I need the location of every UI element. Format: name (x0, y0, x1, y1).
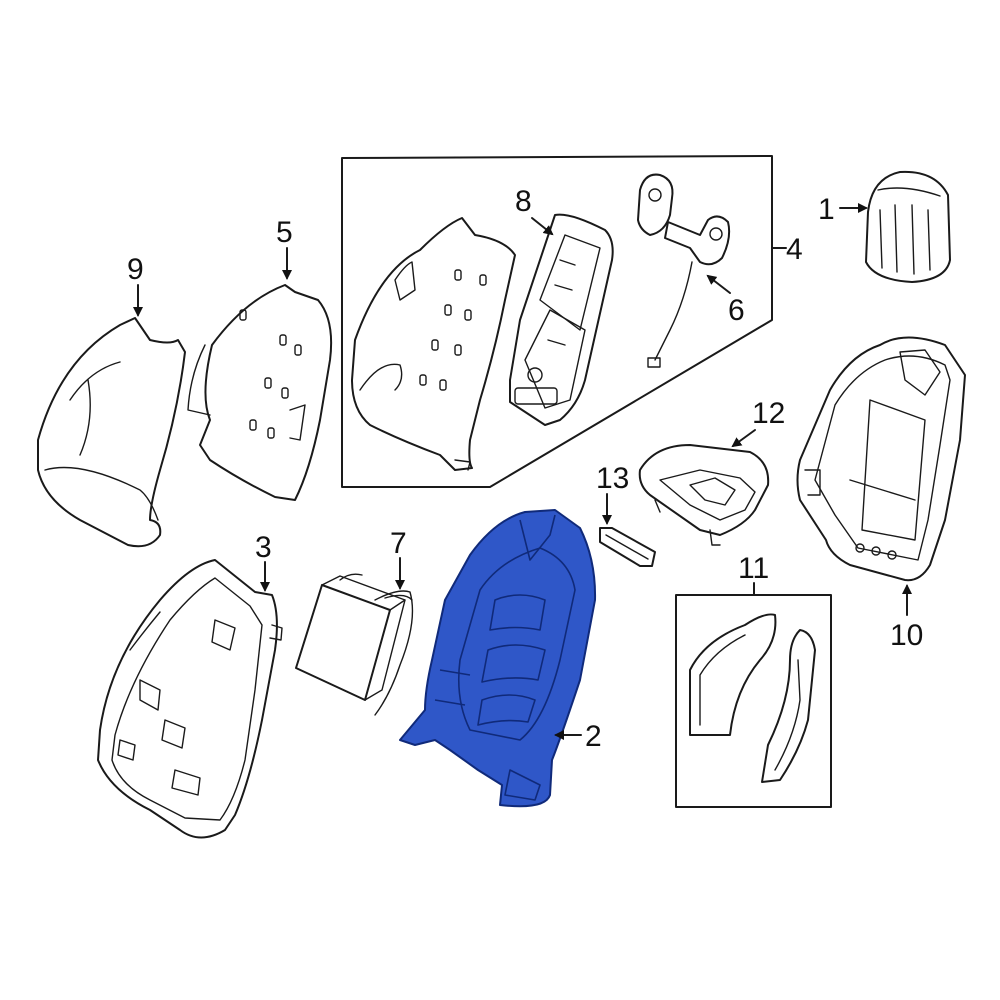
svg-text:9: 9 (127, 253, 144, 286)
svg-text:1: 1 (818, 193, 835, 226)
callout-5: 5 (276, 216, 293, 280)
callout-11: 11 (738, 552, 769, 596)
part-9-seat-back-cover[interactable] (37, 317, 186, 548)
part-2-seat-back-frame[interactable] (399, 509, 597, 808)
part-1-headrest[interactable] (865, 170, 951, 283)
callout-13: 13 (596, 462, 629, 525)
svg-text:8: 8 (515, 185, 532, 218)
callout-9: 9 (127, 253, 144, 317)
svg-text:10: 10 (890, 619, 923, 652)
callout-10: 10 (890, 584, 923, 652)
part-10-rear-back-panel[interactable] (796, 336, 966, 582)
part-4-cushion[interactable] (351, 217, 516, 471)
callout-7: 7 (390, 527, 407, 590)
callout-3: 3 (255, 531, 272, 592)
svg-text:3: 3 (255, 531, 272, 564)
svg-text:12: 12 (752, 397, 785, 430)
part-7-module[interactable] (295, 573, 414, 716)
callout-6: 6 (706, 274, 745, 327)
svg-text:11: 11 (738, 552, 769, 585)
svg-text:7: 7 (390, 527, 407, 560)
callout-2: 2 (554, 720, 602, 753)
callout-4: 4 (786, 233, 803, 266)
part-3-back-frame[interactable] (97, 559, 283, 839)
svg-text:13: 13 (596, 462, 629, 495)
part-13-bracket[interactable] (599, 527, 656, 567)
callout-8: 8 (515, 185, 554, 236)
svg-text:2: 2 (585, 720, 602, 753)
part-8-lumbar-panel[interactable] (509, 213, 614, 426)
svg-text:5: 5 (276, 216, 293, 249)
svg-text:4: 4 (786, 233, 803, 266)
callout-12: 12 (731, 397, 785, 448)
part-4-group[interactable] (341, 155, 787, 488)
callout-1: 1 (818, 193, 868, 226)
part-5-pad[interactable] (187, 284, 333, 501)
part-11-group[interactable] (675, 594, 832, 808)
part-6-bracket-cable[interactable] (637, 173, 731, 368)
svg-text:6: 6 (728, 294, 745, 327)
part-12-trim-cover[interactable] (638, 444, 770, 546)
